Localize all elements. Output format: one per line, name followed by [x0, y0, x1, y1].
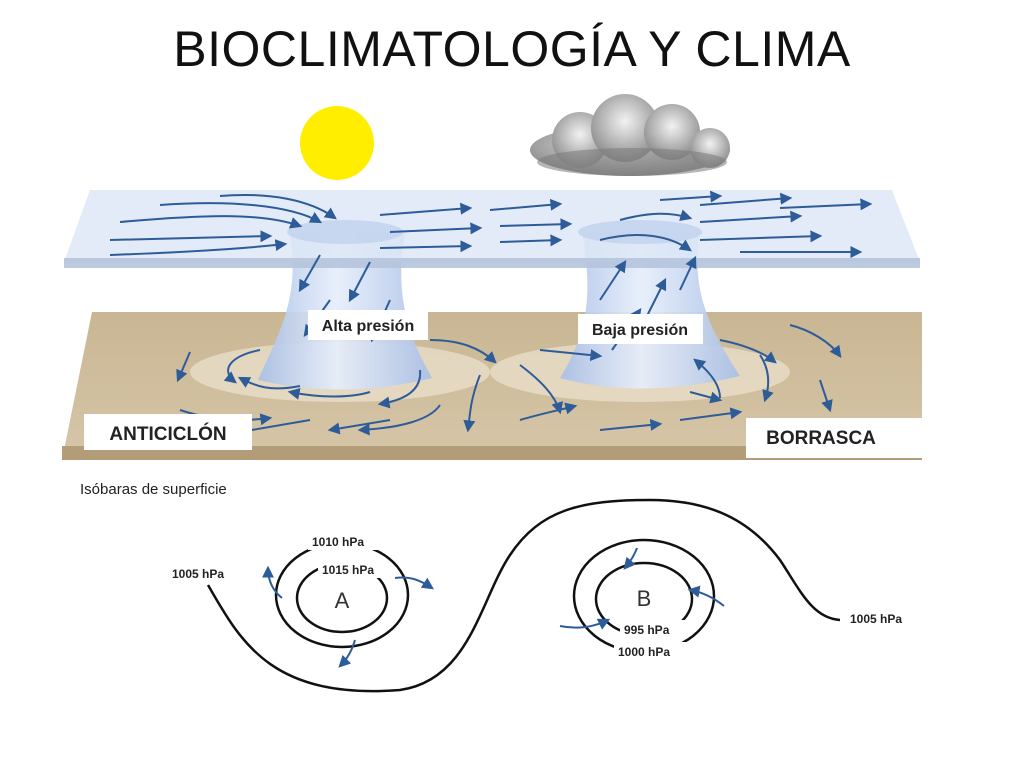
isobar-label-left-1005: 1005 hPa — [172, 567, 224, 581]
surface-isobars-caption: Isóbaras de superficie — [80, 481, 227, 498]
slide-title: BIOCLIMATOLOGÍA Y CLIMA — [173, 21, 851, 77]
isobar-label-1010: 1010 hPa — [312, 535, 364, 549]
sun-icon — [300, 106, 374, 180]
anticyclone-label: ANTICICLÓN — [109, 423, 226, 445]
low-pressure-label-box: Baja presión — [578, 314, 703, 344]
low-pressure-center-letter: B — [637, 586, 652, 611]
cloud-icon — [530, 94, 730, 176]
anticyclone-label-box: ANTICICLÓN — [84, 414, 252, 450]
high-pressure-label-box: Alta presión — [308, 310, 428, 340]
isobar-label-1015: 1015 hPa — [322, 563, 374, 577]
isobar-label-right-1005: 1005 hPa — [850, 612, 902, 626]
surface-wind-arrows — [176, 324, 842, 437]
isobar-label-995: 995 hPa — [624, 623, 670, 637]
isobar-label-1000: 1000 hPa — [618, 645, 670, 659]
high-pressure-center-letter: A — [335, 588, 350, 613]
upper-wind-arrows — [109, 190, 873, 258]
isobar-1005-line — [206, 498, 841, 693]
upper-plane — [64, 190, 920, 268]
low-pressure-label: Baja presión — [592, 322, 688, 339]
high-pressure-label: Alta presión — [322, 318, 414, 335]
isobar-map — [206, 498, 841, 693]
storm-label-box: BORRASCA — [746, 418, 922, 458]
storm-label: BORRASCA — [766, 428, 876, 449]
isobar-arrows — [262, 547, 725, 668]
